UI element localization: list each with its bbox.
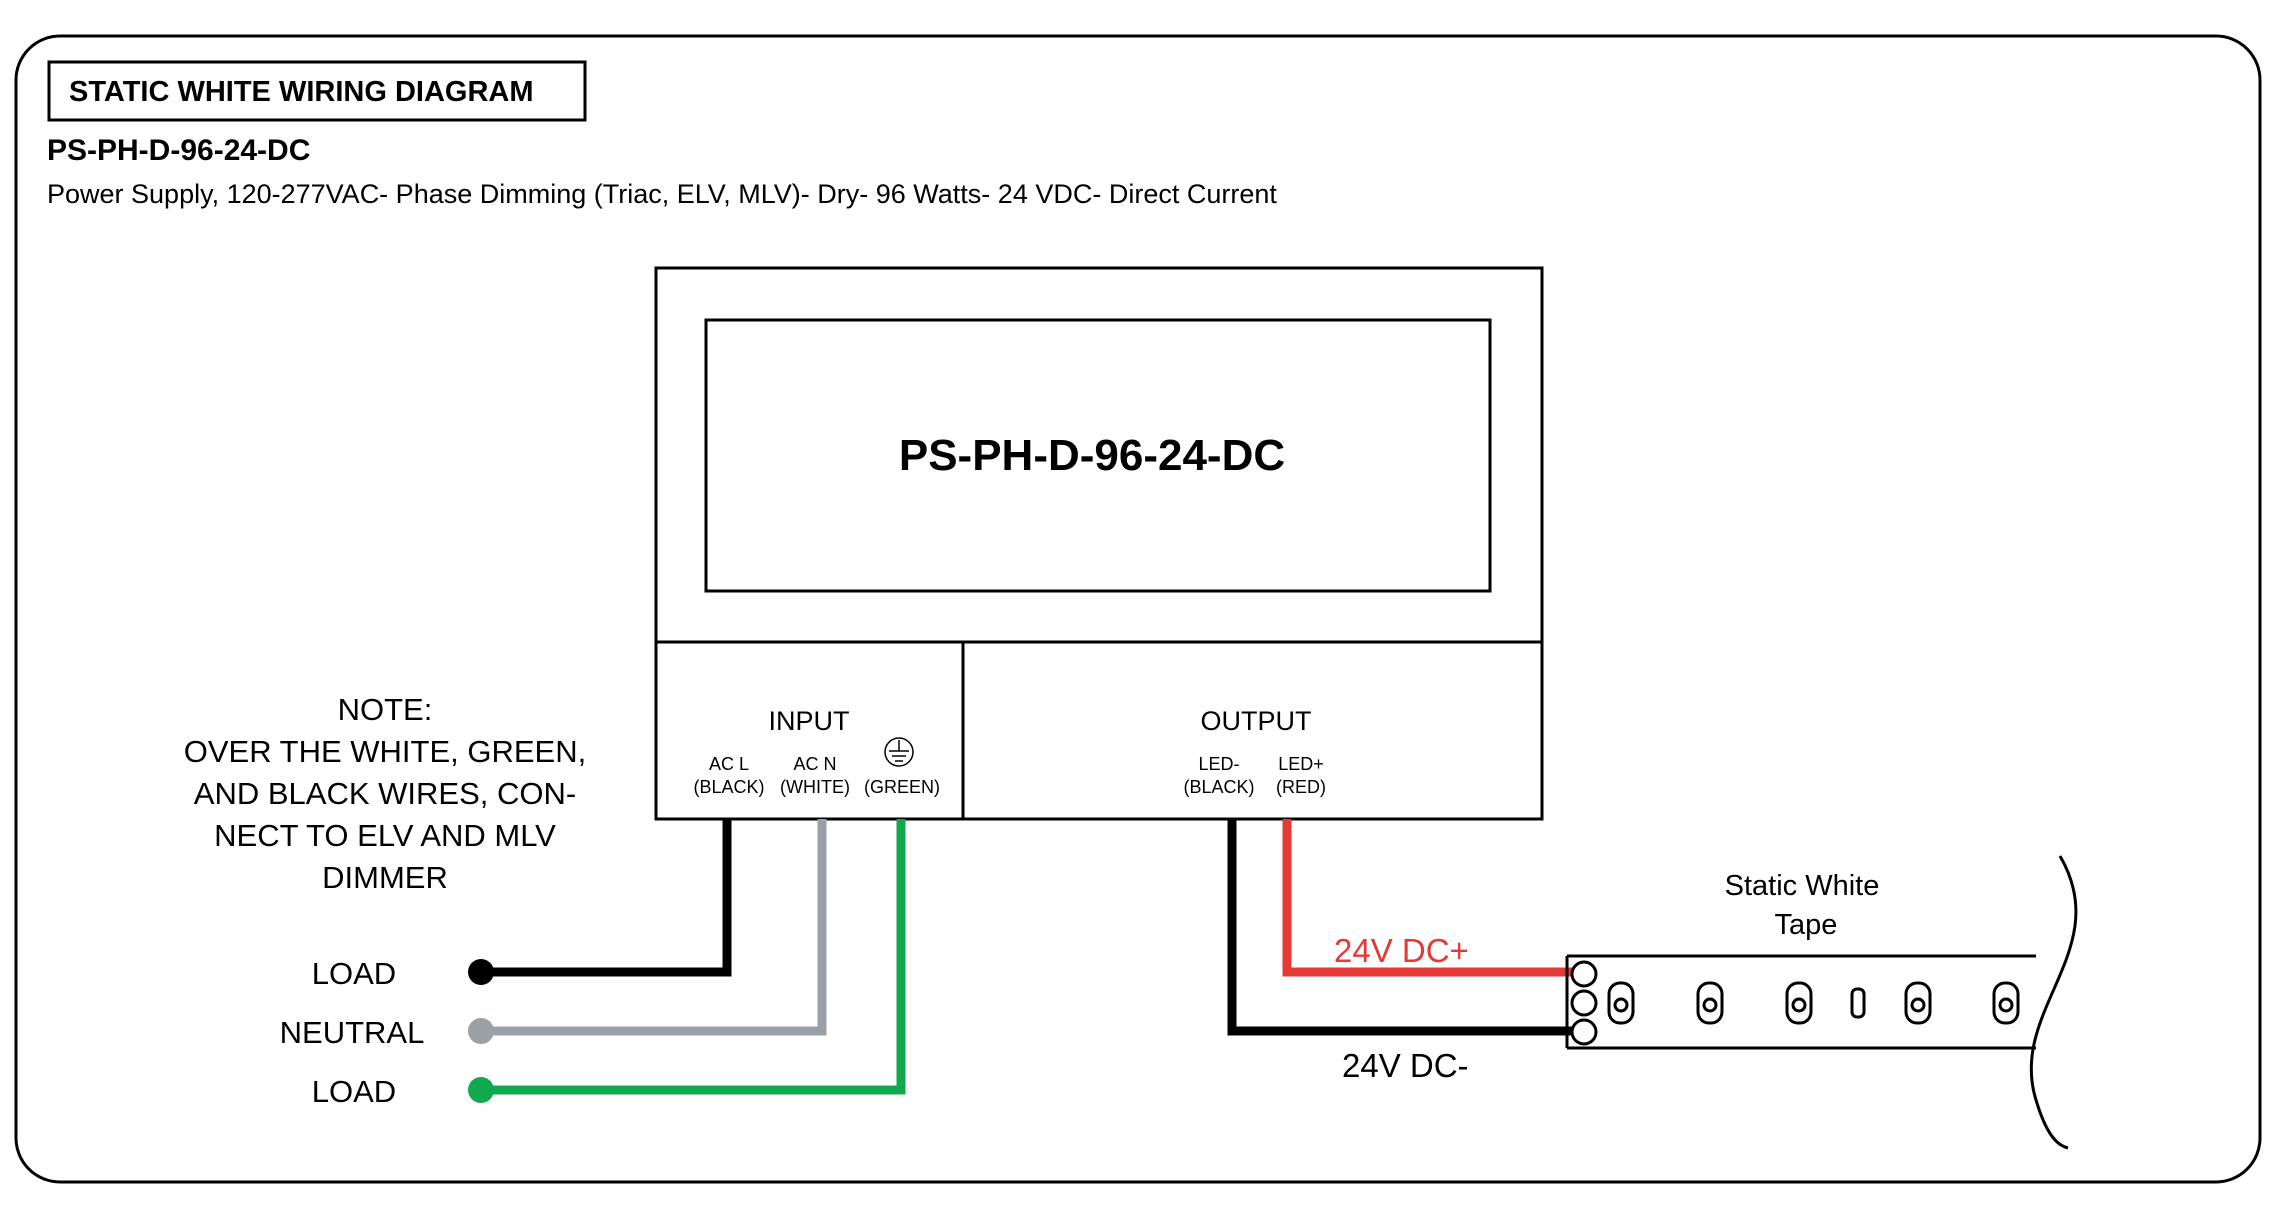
- solder-pad: [1570, 1018, 1598, 1046]
- mains-wiring: [481, 819, 906, 1095]
- note-line: NECT TO ELV AND MLV: [214, 818, 556, 853]
- tape-label-line2: Tape: [1775, 909, 1838, 941]
- neutral-terminal-dot: [468, 1018, 494, 1044]
- note-line: OVER THE WHITE, GREEN,: [184, 734, 586, 769]
- terminal-ac-n-wire: (WHITE): [780, 777, 850, 797]
- led-chip: [1607, 981, 1635, 1025]
- negative-wire: [1227, 819, 1583, 1036]
- neutral-label: NEUTRAL: [280, 1015, 425, 1050]
- model-heading: PS-PH-D-96-24-DC: [47, 134, 310, 167]
- led-chip: [1992, 981, 2020, 1025]
- outer-frame: [14, 34, 2262, 1184]
- ground-icon: [884, 737, 914, 767]
- terminal-led-neg-wire: (BLACK): [1183, 777, 1254, 797]
- output-label: OUTPUT: [1201, 706, 1312, 736]
- model-description: Power Supply, 120-277VAC- Phase Dimming …: [47, 179, 1277, 209]
- load-label: LOAD: [312, 956, 396, 991]
- load-label: LOAD: [312, 1074, 396, 1109]
- load-terminal-dot: [468, 959, 494, 985]
- terminal-ground-wire: (GREEN): [864, 777, 940, 797]
- solder-pad: [1570, 960, 1598, 988]
- terminal-ac-l-wire: (BLACK): [693, 777, 764, 797]
- output-wiring: [1227, 819, 1583, 1036]
- note-line: DIMMER: [322, 860, 448, 895]
- ground-terminal-dot: [468, 1077, 494, 1103]
- dimmer-note: NOTE: OVER THE WHITE, GREEN, AND BLACK W…: [184, 692, 586, 895]
- title-box: [47, 60, 587, 122]
- tape-cut-edge: [2029, 855, 2078, 1150]
- note-line: NOTE:: [338, 692, 433, 727]
- input-label: INPUT: [769, 706, 850, 736]
- led-chip: [1904, 981, 1932, 1025]
- solder-pad: [1570, 989, 1598, 1017]
- unit-model-label: PS-PH-D-96-24-DC: [899, 431, 1285, 480]
- power-supply-housing: [654, 266, 1544, 821]
- positive-voltage-label: 24V DC+: [1334, 932, 1469, 969]
- white-wire: [481, 819, 827, 1036]
- positive-wire: [1282, 819, 1583, 977]
- power-supply-unit: PS-PH-D-96-24-DC INPUT AC L (BLACK) AC N…: [654, 266, 1544, 821]
- label-panel: [704, 318, 1492, 593]
- resistor: [1850, 987, 1866, 1019]
- terminal-led-pos-name: LED+: [1278, 754, 1324, 774]
- diagram-title: STATIC WHITE WIRING DIAGRAM: [69, 76, 533, 108]
- led-chip: [1785, 981, 1813, 1025]
- terminal-led-pos-wire: (RED): [1276, 777, 1326, 797]
- negative-voltage-label: 24V DC-: [1342, 1047, 1469, 1084]
- terminal-ac-l-name: AC L: [709, 754, 749, 774]
- terminal-led-neg-name: LED-: [1198, 754, 1239, 774]
- led-tape: Static White Tape: [1565, 855, 2078, 1150]
- note-line: AND BLACK WIRES, CON-: [194, 776, 576, 811]
- led-chip: [1696, 981, 1724, 1025]
- black-wire: [481, 819, 732, 977]
- green-wire: [481, 819, 906, 1095]
- terminal-ac-n-name: AC N: [793, 754, 836, 774]
- tape-label-line1: Static White: [1725, 870, 1880, 902]
